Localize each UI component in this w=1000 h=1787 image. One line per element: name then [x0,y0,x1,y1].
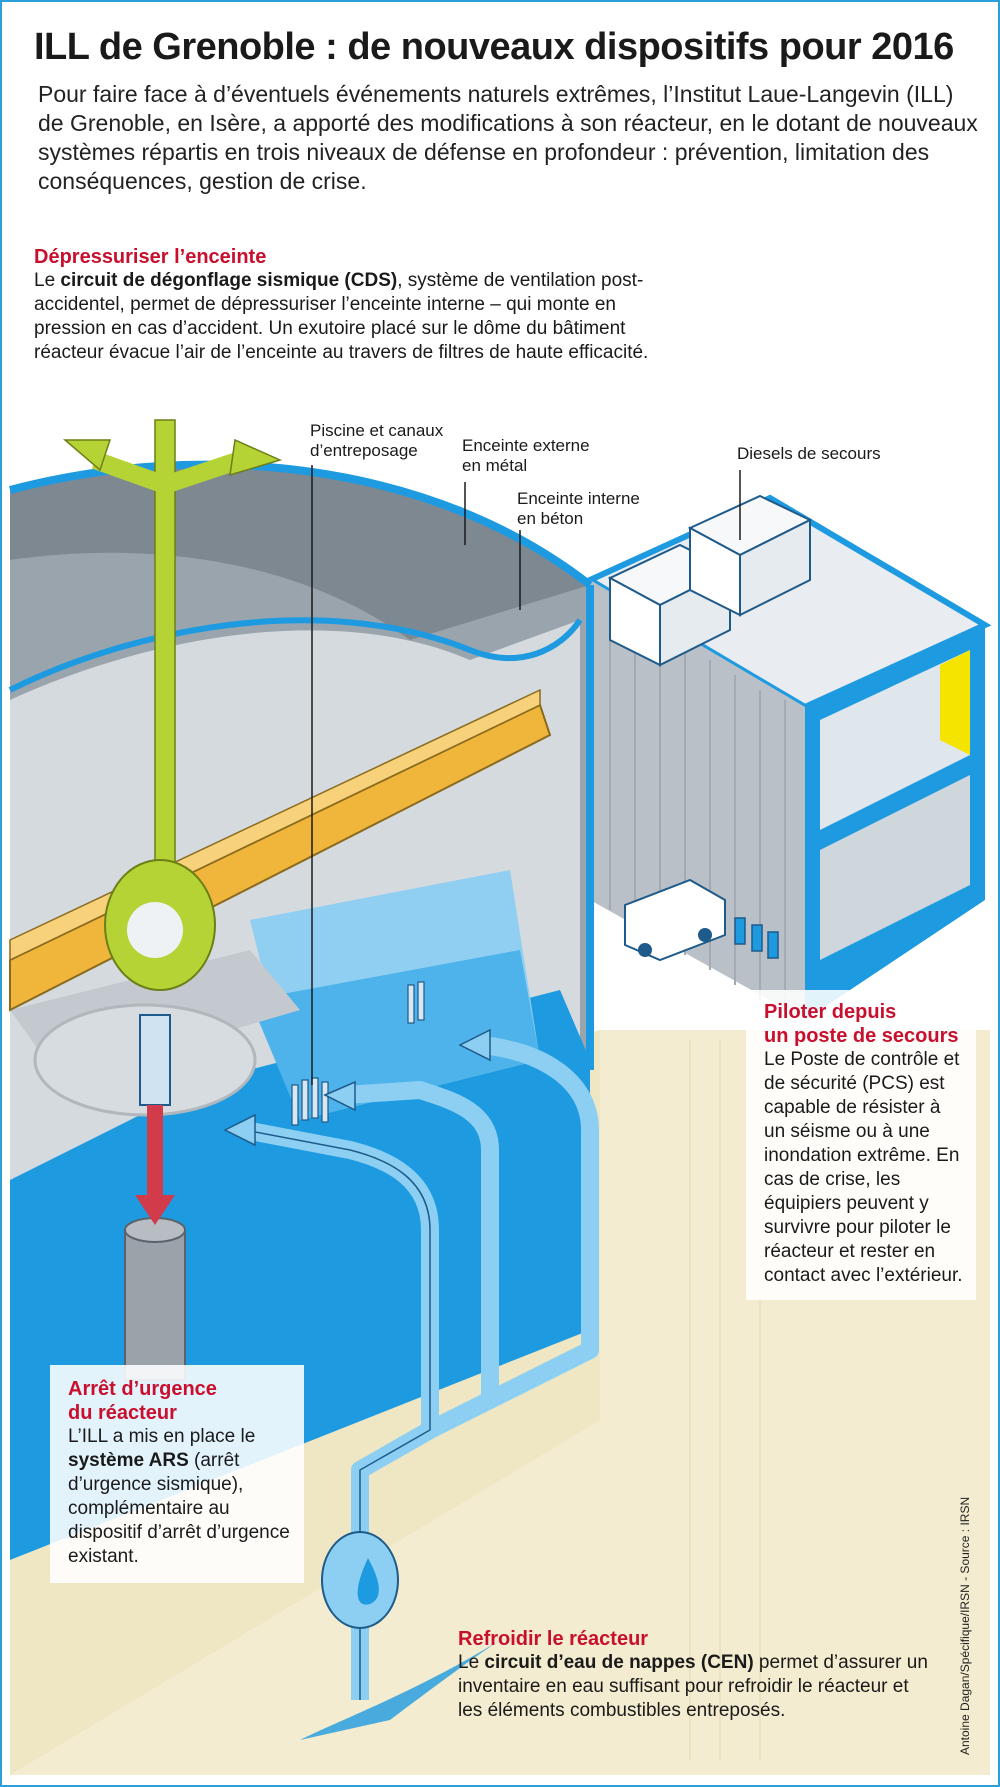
cds-steam-cloud [127,902,183,958]
service-van [624,878,726,962]
page-title: ILL de Grenoble : de nouveaux dispositif… [34,26,954,68]
credit-line: Antoine Dagan/Spécifique/IRSN - Source :… [958,1496,972,1755]
reactor-core [124,1014,186,1381]
pcs-yellow-wall [940,650,970,755]
water-drop-icon [357,1558,379,1605]
section-backup-control-text: Le Poste de contrôle et de sécurité (PCS… [764,1049,963,1286]
crew-members [734,917,779,959]
section-cool-reactor: Refroidir le réacteur Le circuit d’eau d… [458,1627,928,1723]
cen-arrow-head-1 [223,1113,256,1147]
pcs-control-room [820,650,970,830]
cds-vent-circuit [62,419,283,991]
ars-arrow-head [135,1195,175,1225]
section-cool-reactor-text: Le circuit d’eau de nappes (CEN) permet … [458,1652,928,1721]
intro-paragraph: Pour faire face à d’éventuels événements… [38,81,978,194]
section-depressurize-text: Le circuit de dégonflage sismique (CDS),… [34,270,649,363]
label-leader-lines [311,465,741,1085]
section-depressurize-heading: Dépressuriser l’enceinte [34,246,267,268]
cds-exhaust-arrow-left [62,439,112,472]
section-emergency-shutdown-text: L’ILL a mis en place le système ARS (arr… [68,1426,290,1567]
fuel-elements [291,981,425,1126]
ars-rod-shaft [147,1105,163,1200]
cen-arrow-head-2 [323,1080,356,1112]
cds-exhaust-arrow-right [229,438,283,477]
cen-pipe-outline [244,1129,431,1700]
ars-term: système ARS [68,1450,189,1471]
pcs-lower-room [820,775,970,960]
storage-pool-water [250,950,540,1120]
diesel-generator-2 [687,494,813,617]
cen-arrow-head-3 [458,1028,491,1062]
label-backup-diesels: Diesels de secours [737,444,881,463]
inner-dome-line [8,617,583,693]
section-depressurize: Dépressuriser l’enceinte Le circuit de d… [34,245,654,365]
section-cool-reactor-heading: Refroidir le réacteur [458,1628,649,1650]
cds-term: circuit de dégonflage sismique (CDS) [60,270,398,291]
cen-term: circuit d’eau de nappes (CEN) [484,1652,754,1673]
